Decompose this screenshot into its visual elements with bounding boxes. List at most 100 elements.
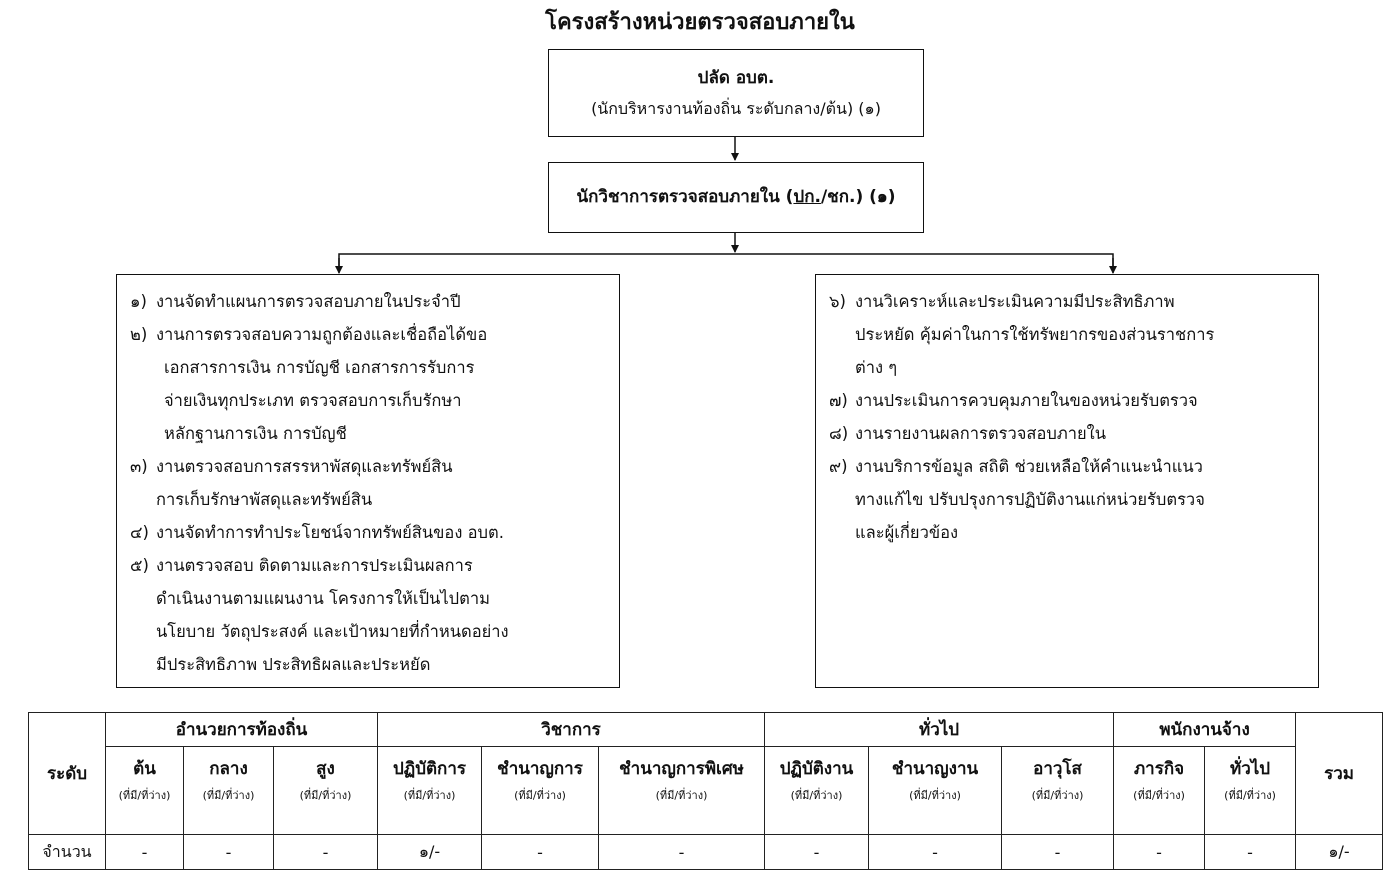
count-cell: - — [481, 834, 600, 870]
position-header: สูง (ที่มี/ที่ว่าง) — [272, 746, 379, 835]
staff-table: ระดับ อำนวยการท้องถิ่นวิชาการทั่วไปพนักง… — [28, 712, 1384, 870]
task-line: งานวิเคราะห์และประเมินความมีประสิทธิภาพ — [855, 292, 1175, 311]
task-item: ๗) งานประเมินการควบคุมภายในของหน่วยรับตรว… — [829, 384, 1306, 417]
task-line: การเก็บรักษาพัสดุและทรัพย์สิน — [156, 490, 373, 509]
task-line: หลักฐานการเงิน การบัญชี — [164, 424, 347, 443]
task-line: งานตรวจสอบการสรรหาพัสดุและทรัพย์สิน — [156, 457, 453, 476]
position-name: สูง — [316, 759, 335, 779]
position-note: (ที่มี/ที่ว่าง) — [1133, 789, 1185, 802]
position-header: ต้น (ที่มี/ที่ว่าง) — [105, 746, 184, 835]
task-number: ๘) — [829, 424, 849, 443]
task-line: เอกสารการเงิน การบัญชี เอกสารการรับการ — [164, 358, 475, 377]
group-header: พนักงานจ้าง — [1113, 712, 1297, 747]
group-header: ทั่วไป — [764, 712, 1115, 747]
task-line: งานจัดทำการทำประโยชน์จากทรัพย์สินของ อบต… — [156, 523, 504, 542]
group-header: อำนวยการท้องถิ่น — [104, 712, 379, 747]
group-header: วิชาการ — [377, 712, 766, 747]
position-name: ภารกิจ — [1133, 759, 1185, 779]
task-line: นโยบาย วัตถุประสงค์ และเป้าหมายที่กำหนดอ… — [156, 622, 509, 641]
task-item: ๓) งานตรวจสอบการสรรหาพัสดุและทรัพย์สินการ… — [130, 450, 607, 516]
task-line: และผู้เกี่ยวข้อง — [855, 523, 959, 542]
position-name: อาวุโส — [1033, 759, 1082, 779]
count-cell: ๑/- — [377, 834, 483, 870]
position-header: ปฏิบัติงาน (ที่มี/ที่ว่าง) — [764, 746, 870, 835]
position-header: ภารกิจ (ที่มี/ที่ว่าง) — [1113, 746, 1206, 835]
position-note: (ที่มี/ที่ว่าง) — [790, 789, 843, 802]
chief-box: ปลัด อบต. (นักบริหารงานท้องถิ่น ระดับกลา… — [548, 49, 924, 137]
position-header: ทั่วไป (ที่มี/ที่ว่าง) — [1204, 746, 1297, 835]
count-cell: - — [1204, 834, 1297, 870]
position-name: ต้น — [133, 759, 156, 779]
task-line: งานประเมินการควบคุมภายในของหน่วยรับตรวจ — [855, 391, 1198, 410]
left-task-box: ๑) งานจัดทำแผนการตรวจสอบภายในประจำปี๒) งาน… — [116, 274, 620, 688]
position-note: (ที่มี/ที่ว่าง) — [909, 789, 961, 802]
task-number: ๖) — [829, 292, 846, 311]
task-number: ๙) — [829, 457, 848, 476]
position-note: (ที่มี/ที่ว่าง) — [1224, 789, 1276, 802]
task-item: ๙) งานบริการข้อมูล สถิติ ช่วยเหลือให้คำแน… — [829, 450, 1306, 549]
position-name: ปฏิบัติการ — [393, 759, 467, 779]
count-cell: - — [598, 834, 766, 870]
position-header: ชำนาญการพิเศษ (ที่มี/ที่ว่าง) — [598, 746, 766, 835]
count-cell: - — [1113, 834, 1206, 870]
position-header: ชำนาญงาน (ที่มี/ที่ว่าง) — [868, 746, 1003, 835]
task-item: ๑) งานจัดทำแผนการตรวจสอบภายในประจำปี — [130, 285, 607, 318]
auditor-title: นักวิชาการตรวจสอบภายใน (ปก./ชก.) (๑) — [576, 187, 896, 207]
auditor-box: นักวิชาการตรวจสอบภายใน (ปก./ชก.) (๑) — [548, 162, 924, 233]
task-line: งานการตรวจสอบความถูกต้องและเชื่อถือได้ขอ — [156, 325, 488, 344]
position-header: ชำนาญการ (ที่มี/ที่ว่าง) — [481, 746, 600, 835]
connector-bus — [338, 253, 1114, 272]
position-name: ชำนาญการพิเศษ — [619, 759, 744, 779]
count-label: จำนวน — [28, 834, 106, 870]
chief-subtitle: (นักบริหารงานท้องถิ่น ระดับกลาง/ต้น) (๑) — [591, 99, 881, 118]
position-header: กลาง (ที่มี/ที่ว่าง) — [183, 746, 274, 835]
task-item: ๕) งานตรวจสอบ ติดตามและการประเมินผลการดำเ… — [130, 549, 607, 681]
task-line: ประหยัด คุ้มค่าในการใช้ทรัพยากรของส่วนรา… — [855, 325, 1215, 344]
task-line: งานตรวจสอบ ติดตามและการประเมินผลการ — [156, 556, 473, 575]
task-line: ทางแก้ไข ปรับปรุงการปฏิบัติงานแก่หน่วยรั… — [855, 490, 1205, 509]
task-item: ๘) งานรายงานผลการตรวจสอบภายใน — [829, 417, 1306, 450]
count-cell: - — [183, 834, 274, 870]
chief-title: ปลัด อบต. — [697, 68, 775, 88]
position-header: ปฏิบัติการ (ที่มี/ที่ว่าง) — [377, 746, 483, 835]
chart-title: โครงสร้างหน่วยตรวจสอบภายใน — [545, 10, 855, 35]
task-line: งานรายงานผลการตรวจสอบภายใน — [855, 424, 1107, 443]
task-line: งานจัดทำแผนการตรวจสอบภายในประจำปี — [156, 292, 461, 311]
task-line: งานบริการข้อมูล สถิติ ช่วยเหลือให้คำแนะน… — [855, 457, 1203, 476]
position-name: กลาง — [209, 759, 248, 779]
position-name: ชำนาญงาน — [891, 759, 979, 779]
level-header: ระดับ — [28, 712, 106, 835]
task-number: ๔) — [130, 523, 149, 542]
position-name: ปฏิบัติงาน — [779, 759, 854, 779]
task-line: ต่าง ๆ — [855, 358, 898, 377]
count-cell: - — [272, 834, 379, 870]
task-number: ๕) — [130, 556, 149, 575]
task-line: ดำเนินงานตามแผนงาน โครงการให้เป็นไปตาม — [156, 589, 490, 608]
task-line: จ่ายเงินทุกประเภท ตรวจสอบการเก็บรักษา — [164, 391, 462, 410]
position-header: อาวุโส (ที่มี/ที่ว่าง) — [1001, 746, 1115, 835]
task-line: มีประสิทธิภาพ ประสิทธิผลและประหยัด — [156, 655, 431, 674]
position-note: (ที่มี/ที่ว่าง) — [403, 789, 456, 802]
count-cell: - — [764, 834, 870, 870]
right-task-box: ๖) งานวิเคราะห์และประเมินความมีประสิทธิภา… — [815, 274, 1319, 688]
total-cell: ๑/- — [1295, 834, 1384, 870]
task-number: ๑) — [130, 292, 147, 311]
position-note: (ที่มี/ที่ว่าง) — [118, 789, 171, 802]
position-note: (ที่มี/ที่ว่าง) — [655, 789, 708, 802]
task-number: ๗) — [829, 391, 848, 410]
count-cell: - — [1001, 834, 1115, 870]
task-item: ๖) งานวิเคราะห์และประเมินความมีประสิทธิภา… — [829, 285, 1306, 384]
position-note: (ที่มี/ที่ว่าง) — [1031, 789, 1084, 802]
position-name: ทั่วไป — [1230, 759, 1271, 779]
position-note: (ที่มี/ที่ว่าง) — [202, 789, 255, 802]
position-name: ชำนาญการ — [497, 759, 583, 779]
position-note: (ที่มี/ที่ว่าง) — [514, 789, 566, 802]
count-cell: - — [105, 834, 184, 870]
task-item: ๒) งานการตรวจสอบความถูกต้องและเชื่อถือได้… — [130, 318, 607, 450]
count-cell: - — [868, 834, 1003, 870]
position-note: (ที่มี/ที่ว่าง) — [299, 789, 352, 802]
total-header: รวม — [1295, 712, 1384, 835]
task-number: ๓) — [130, 457, 148, 476]
task-number: ๒) — [130, 325, 148, 344]
